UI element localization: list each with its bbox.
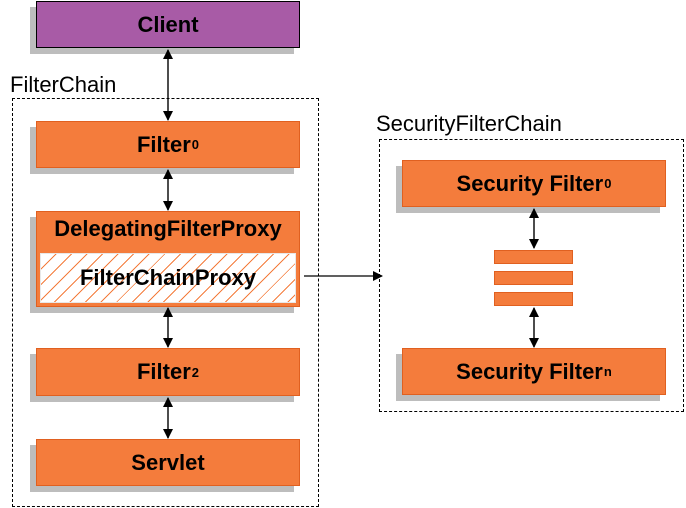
servlet-label: Servlet (131, 449, 205, 475)
client-label: Client (137, 11, 199, 37)
filter-stack-bar (494, 292, 573, 306)
filter-chain-proxy-box: FilterChainProxy (40, 253, 296, 303)
client-box: Client (36, 1, 300, 48)
filter-stack-bar (494, 271, 573, 285)
delegating-filter-proxy-label: DelegatingFilterProxy (54, 216, 282, 241)
securityfilterchain-title: SecurityFilterChain (376, 111, 562, 136)
filterchain-title: FilterChain (10, 72, 117, 97)
security-filter0-label: Security Filter (456, 170, 604, 196)
filter-stack-bar (494, 250, 573, 264)
filter2-subscript: 2 (191, 364, 200, 380)
filter0-subscript: 0 (191, 137, 200, 152)
security-filter0-subscript: 0 (604, 176, 612, 191)
servlet-box: Servlet (36, 439, 300, 486)
filter2-label: Filter (136, 359, 191, 384)
filter0-label: Filter (136, 131, 191, 157)
filter-chain-proxy-label: FilterChainProxy (79, 265, 257, 290)
security-filtern-subscript: n (603, 364, 612, 379)
security-filtern-label: Security Filter (456, 358, 603, 384)
